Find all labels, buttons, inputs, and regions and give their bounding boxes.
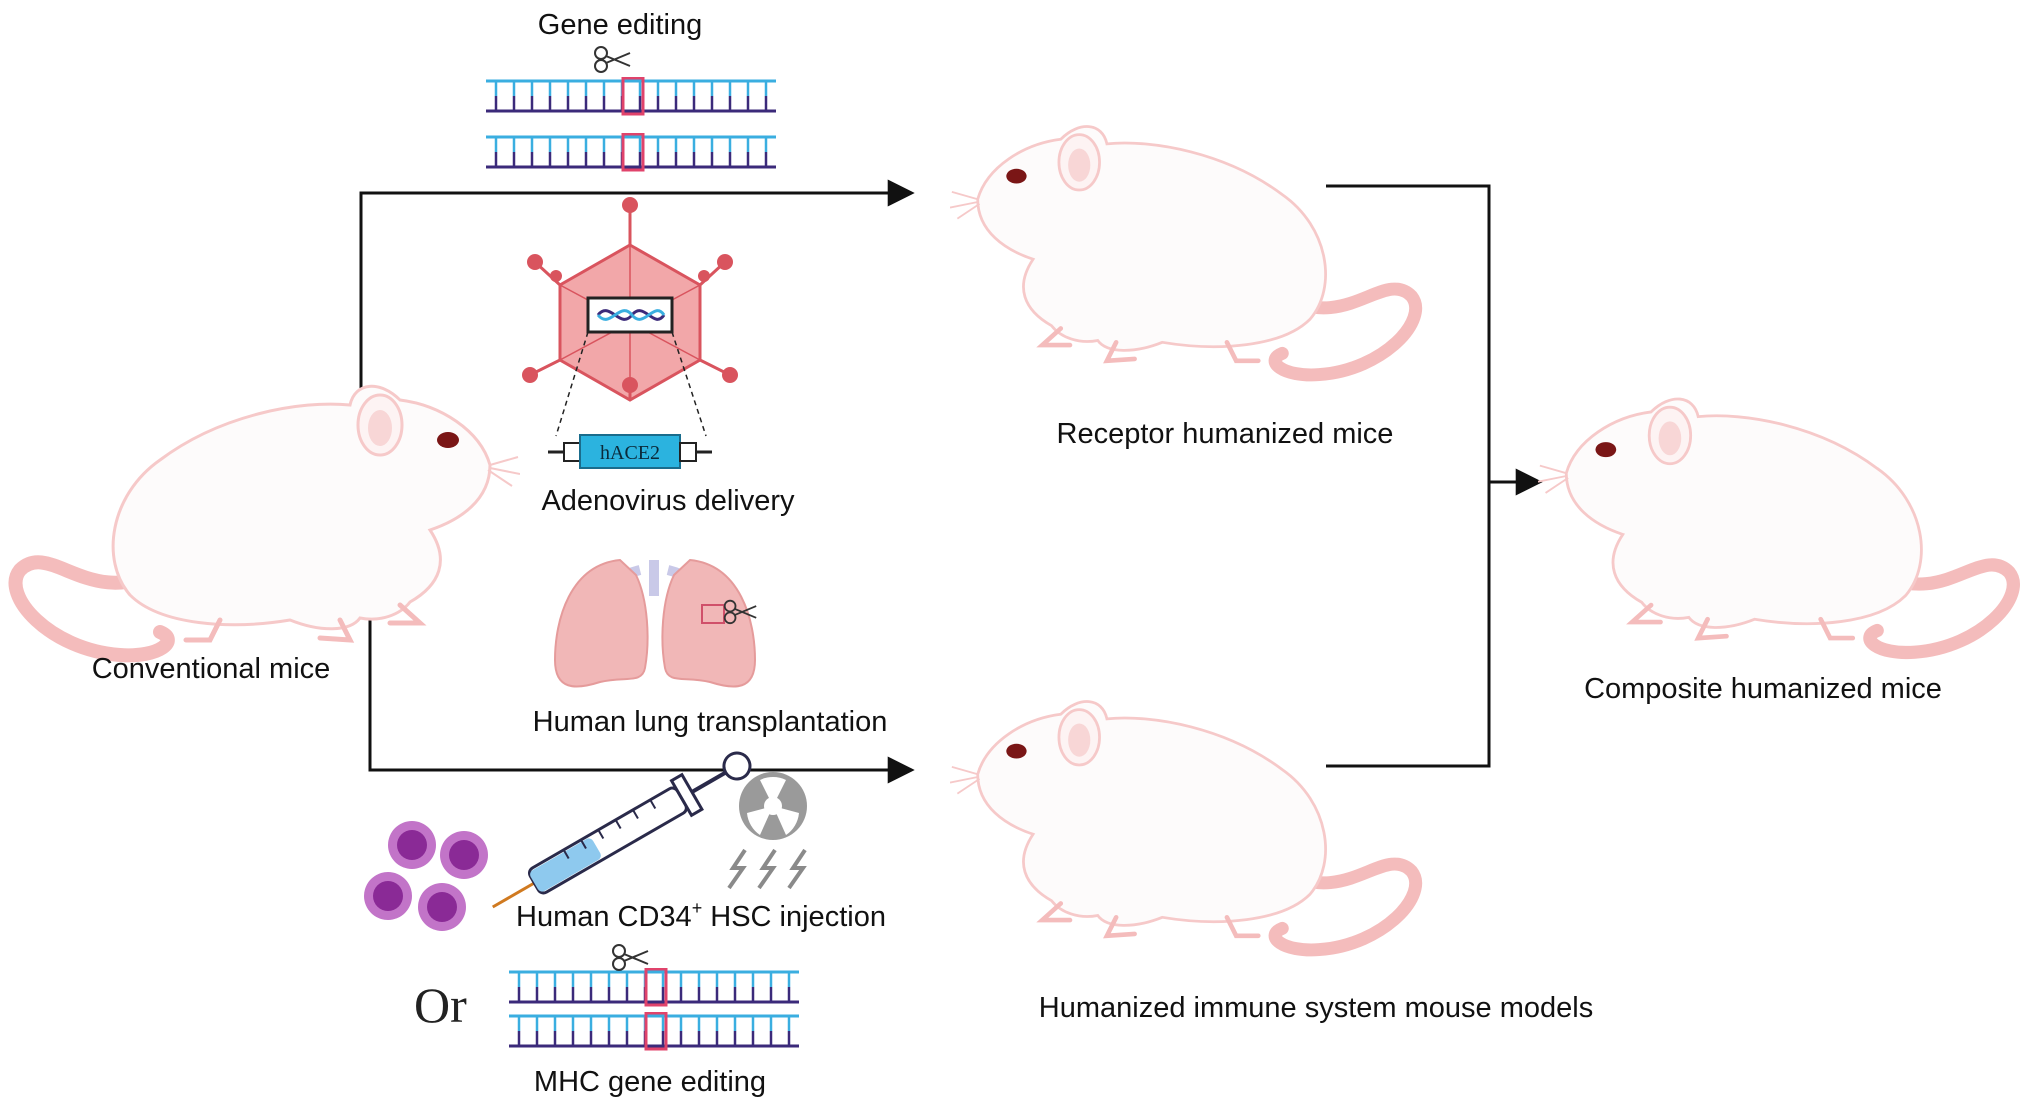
receptor-humanized-mouse-illustration (950, 127, 1416, 375)
syringe-icon (491, 751, 752, 909)
adenovirus-delivery-label: Adenovirus delivery (541, 485, 795, 517)
composite-humanized-mice-label: Composite humanized mice (1584, 673, 1942, 705)
hsc-cells-icon (364, 821, 488, 931)
humanized-immune-system-label: Humanized immune system mouse models (1039, 992, 1593, 1024)
gene-editing-dna-icon (486, 46, 776, 172)
merge-bracket (1326, 184, 1491, 768)
immune-system-mouse-illustration (950, 702, 1416, 950)
hsc-injection-label: Human CD34+ HSC injection (516, 898, 886, 933)
hace2-construct-icon: hACE2 (548, 434, 712, 469)
mhc-gene-editing-label: MHC gene editing (534, 1066, 766, 1098)
human-lung-icon (553, 558, 758, 688)
human-lung-transplantation-label: Human lung transplantation (533, 706, 888, 738)
hace2-label: hACE2 (600, 442, 660, 464)
conventional-mice-label: Conventional mice (92, 653, 331, 685)
gene-editing-label: Gene editing (538, 9, 702, 41)
adenovirus-icon (522, 197, 738, 437)
or-label: Or (414, 977, 467, 1033)
conventional-mouse-illustration (16, 386, 520, 655)
composite-humanized-mouse-illustration (1538, 399, 2013, 653)
top-branch-arrow (359, 179, 915, 392)
flow-connectors (359, 179, 1543, 784)
mhc-gene-editing-dna-icon (507, 944, 801, 1051)
irradiation-icon (727, 772, 807, 890)
receptor-humanized-mice-label: Receptor humanized mice (1057, 418, 1394, 450)
